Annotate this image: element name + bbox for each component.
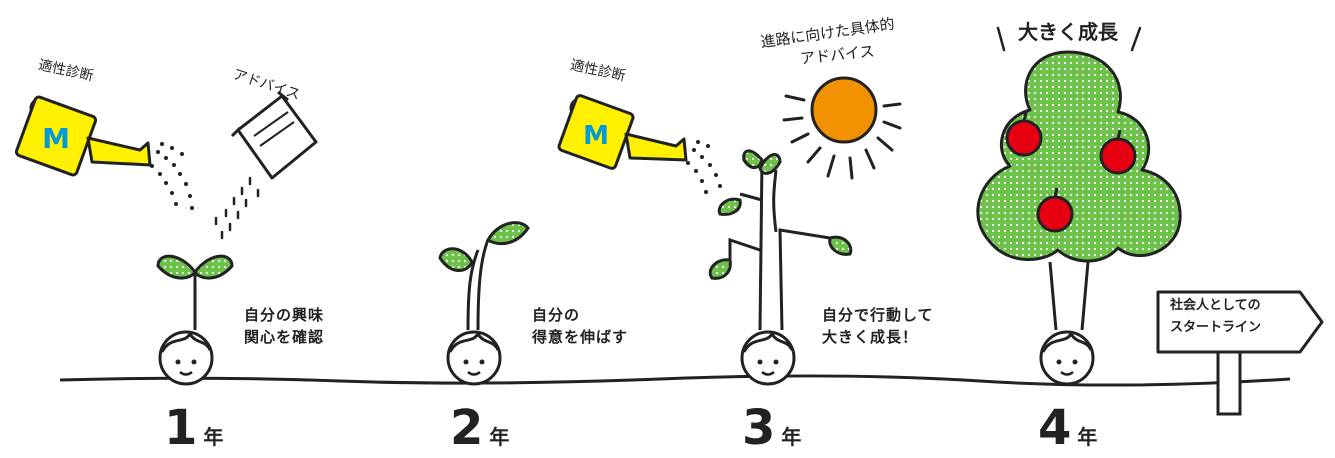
caption-stage-2: 自分の 得意を伸ばす [532, 304, 628, 348]
caption-stage-1-line1: 自分の興味 [244, 306, 325, 324]
year-unit-3: 年 [781, 425, 802, 449]
signpost-line2: スタートライン [1170, 320, 1262, 335]
year-unit-4: 年 [1077, 425, 1098, 449]
signpost-icon [1156, 290, 1324, 416]
growth-ticks [996, 26, 1142, 52]
caption-stage-3-line1: 自分で行動して [822, 306, 934, 324]
water-drops-3 [686, 140, 722, 194]
big-tree-4 [976, 50, 1182, 331]
can-letter-3: M [583, 121, 609, 151]
caption-stage-1: 自分の興味 関心を確認 [244, 304, 324, 348]
child-face-4 [1039, 330, 1095, 386]
sprout-1 [156, 254, 234, 330]
apple-1 [1005, 111, 1043, 157]
fertilizer-grains [214, 176, 260, 240]
growth-label-4: 大きく成長 [1018, 20, 1118, 44]
watering-can-1 [14, 95, 152, 177]
caption-stage-1-line2: 関心を確認 [244, 328, 325, 346]
year-number-1: 1 [164, 400, 198, 456]
apple-3 [1036, 187, 1074, 233]
child-face-2 [446, 330, 502, 386]
sun-icon [782, 76, 902, 180]
year-number-4: 4 [1038, 400, 1072, 456]
signpost-line1: 社会人としての [1170, 298, 1261, 313]
watering-can-3 [557, 94, 688, 170]
caption-stage-2-line1: 自分の [532, 306, 581, 324]
caption-stage-2-line2: 得意を伸ばす [532, 328, 629, 346]
year-unit-1: 年 [203, 425, 224, 449]
child-face-1 [158, 330, 214, 386]
ground-line [59, 374, 1291, 387]
caption-stage-3-line2: 大きく成長！ [822, 328, 919, 346]
fertilizer-bag-icon [230, 90, 318, 180]
apple-2 [1099, 129, 1137, 175]
caption-stage-3: 自分で行動して 大きく成長！ [822, 304, 934, 348]
sprout-2 [438, 221, 530, 331]
child-face-3 [740, 330, 796, 386]
young-tree-3 [708, 149, 853, 331]
signpost-text: 社会人としての スタートライン [1170, 295, 1288, 339]
year-number-2: 2 [450, 400, 484, 456]
can-letter-1: M [42, 122, 70, 155]
year-number-3: 3 [742, 400, 776, 456]
water-drops-1 [150, 142, 194, 210]
year-unit-2: 年 [489, 425, 510, 449]
